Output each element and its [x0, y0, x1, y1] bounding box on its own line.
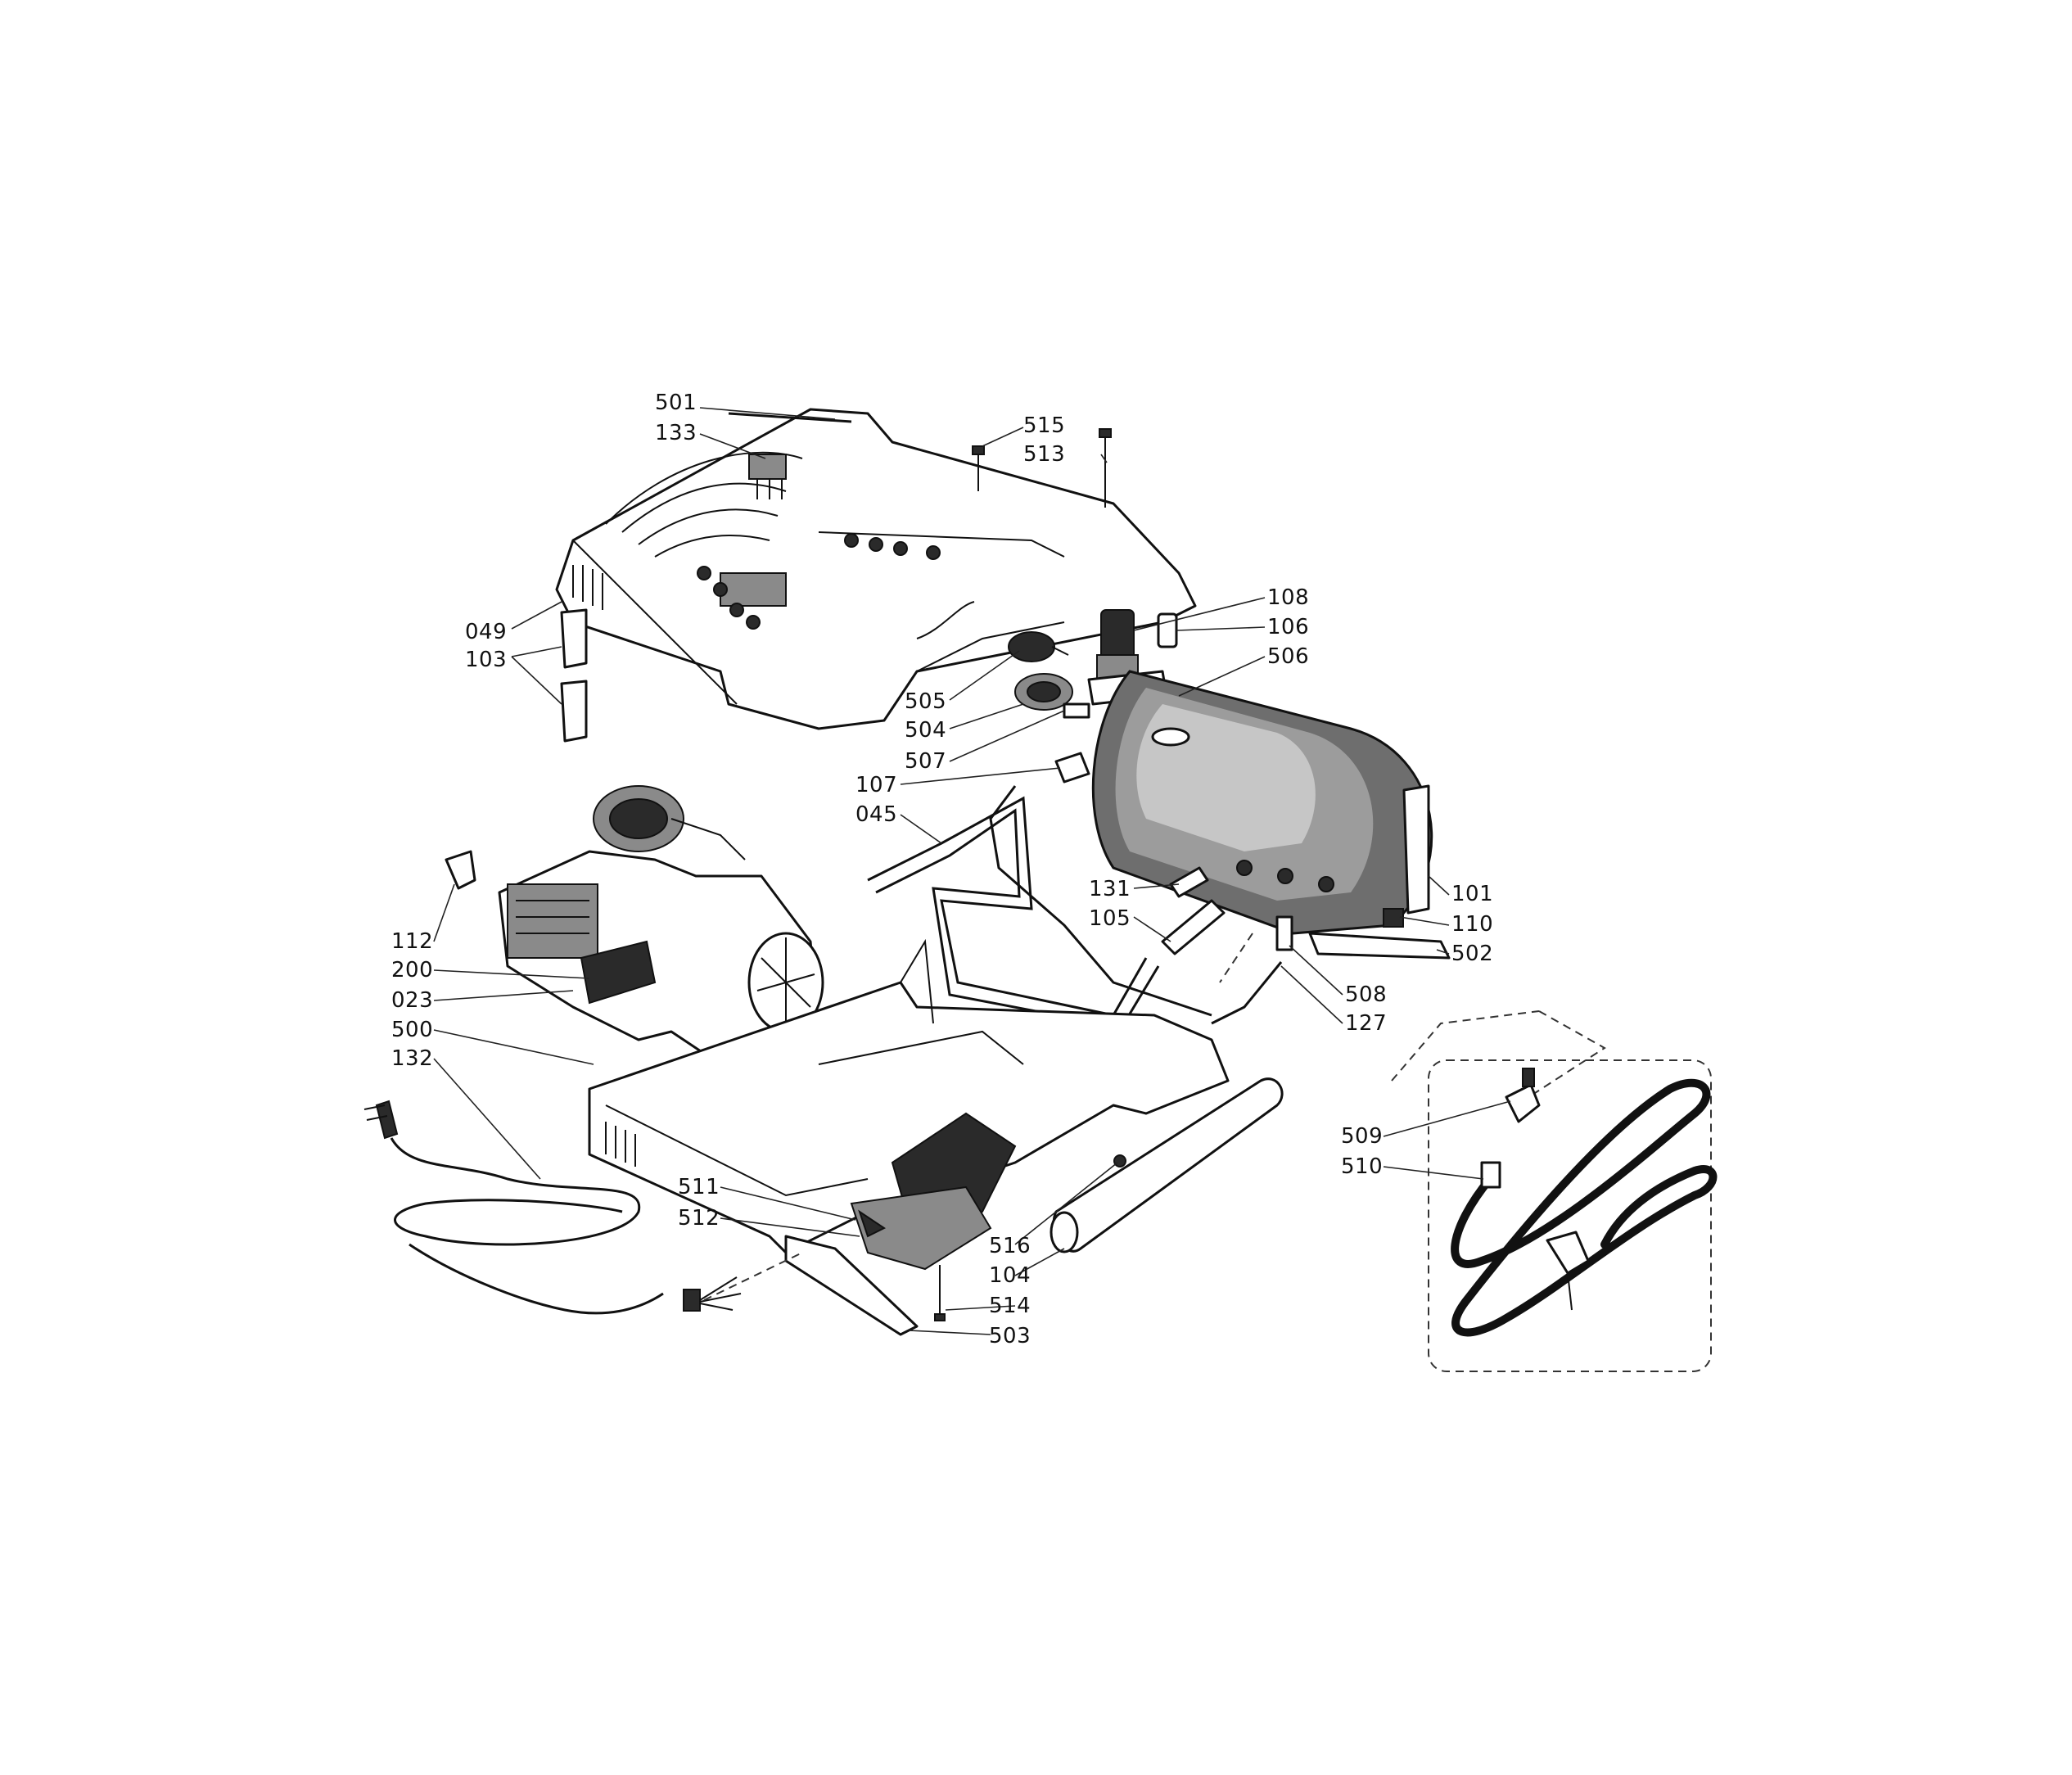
part-label-023: 023 [391, 988, 433, 1013]
safety-valve-106-icon [1157, 612, 1178, 648]
fitting-507-icon [1063, 702, 1090, 719]
part-label-500: 500 [391, 1018, 433, 1042]
part-label-110: 110 [1451, 912, 1493, 937]
part-label-107: 107 [855, 773, 897, 797]
part-label-506: 506 [1267, 644, 1309, 669]
drain-valve-110-icon [1383, 908, 1404, 928]
part-label-045: 045 [855, 802, 897, 827]
part-label-103: 103 [465, 648, 507, 672]
tank-foot-icon [1308, 932, 1451, 960]
part-label-512: 512 [678, 1206, 720, 1231]
pressure-switch-box-icon [748, 454, 787, 499]
regulator-108-icon [1096, 609, 1139, 680]
screw-515-icon [972, 445, 985, 491]
motor-pump-icon [498, 785, 824, 1066]
part-label-501: 501 [655, 391, 697, 415]
check-valve-105-icon [1161, 899, 1226, 955]
part-label-509: 509 [1341, 1124, 1383, 1149]
part-label-133: 133 [655, 421, 697, 445]
part-label-515: 515 [1023, 413, 1065, 438]
part-label-511: 511 [678, 1175, 720, 1199]
valve-107-icon [1054, 752, 1090, 784]
part-label-508: 508 [1345, 982, 1387, 1007]
part-label-127: 127 [1345, 1011, 1387, 1036]
air-tank-icon [1091, 670, 1451, 960]
part-label-502: 502 [1451, 942, 1493, 966]
gauge-505-icon [1008, 631, 1069, 662]
screw-513-icon [1099, 428, 1112, 508]
part-label-505: 505 [905, 689, 946, 714]
leader-lines [433, 407, 1511, 1335]
part-label-510: 510 [1341, 1154, 1383, 1179]
part-label-106: 106 [1267, 615, 1309, 639]
coupler-509-icon [1505, 1068, 1541, 1123]
power-cord-icon [363, 1100, 803, 1315]
part-label-513: 513 [1023, 442, 1065, 467]
part-label-049: 049 [465, 620, 507, 644]
fan-shroud-icon [850, 1186, 992, 1271]
vent-slots-icon [572, 565, 603, 610]
part-label-105: 105 [1089, 906, 1131, 931]
elbow-112-icon [445, 850, 476, 890]
part-label-516: 516 [989, 1234, 1031, 1258]
hose-kit-icon [1391, 1010, 1718, 1372]
handle-grip-icon [1050, 1077, 1284, 1253]
part-label-514: 514 [989, 1294, 1031, 1318]
fitting-131-icon [1169, 866, 1209, 898]
tube-127-icon [1211, 961, 1283, 1025]
cover-studs-icon [697, 533, 941, 630]
screw-514-icon [934, 1265, 946, 1321]
fitting-508-icon [1275, 915, 1293, 951]
part-labels: 501 133 515 513 049 103 108 106 506 505 … [391, 391, 1493, 1348]
part-label-108: 108 [1267, 585, 1309, 610]
discharge-pipe-icon [867, 796, 1148, 1017]
part-label-504: 504 [905, 718, 946, 743]
part-label-507: 507 [905, 749, 946, 774]
gauge-504-icon [1014, 673, 1073, 711]
screw-516-icon [1113, 1154, 1126, 1168]
carry-bar-icon [728, 412, 852, 423]
foot-pad-icon [560, 608, 588, 743]
part-label-112: 112 [391, 929, 433, 954]
part-label-101: 101 [1451, 882, 1493, 906]
capacitor-icon [580, 940, 657, 1005]
part-label-503: 503 [989, 1324, 1031, 1348]
top-cover-icon [555, 408, 1197, 730]
base-vent-slots-icon [605, 1122, 636, 1167]
part-label-104: 104 [989, 1263, 1031, 1288]
part-label-200: 200 [391, 958, 433, 982]
part-label-132: 132 [391, 1046, 433, 1071]
part-label-131: 131 [1089, 877, 1131, 901]
